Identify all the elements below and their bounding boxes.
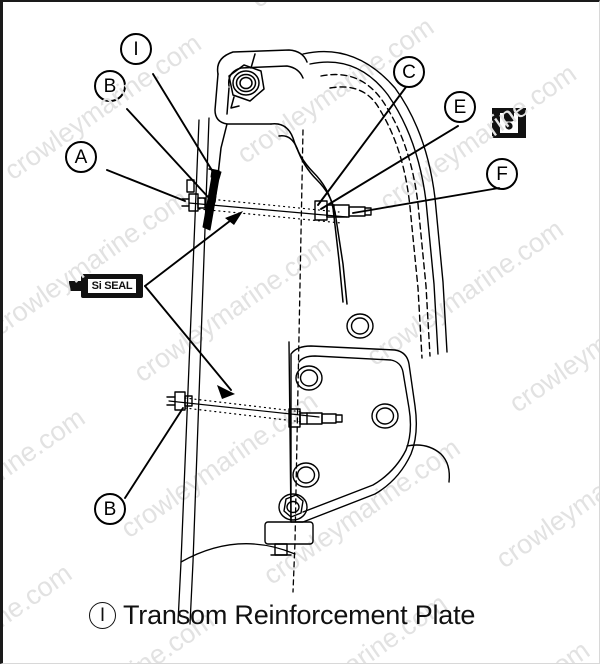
sealant-leader-lines <box>144 213 240 391</box>
sealant-tube-icon: Si SEAL <box>81 274 143 298</box>
caption-marker: I <box>89 602 116 629</box>
leader-line-C <box>317 86 407 206</box>
sealant-arrowheads <box>217 211 243 399</box>
leader-line-B1 <box>126 108 209 198</box>
reinforcement-plate <box>202 168 222 231</box>
leader-line-E <box>320 125 459 210</box>
callout-badge-E[interactable]: E <box>444 91 476 123</box>
upper-clamp-bracket <box>214 49 348 305</box>
callout-badge-I[interactable]: I <box>120 33 152 65</box>
callout-badge-B-upper[interactable]: B <box>94 70 126 102</box>
transom-board <box>177 117 304 625</box>
leader-line-I <box>152 73 214 173</box>
callout-badge-C[interactable]: C <box>393 56 425 88</box>
callout-layer <box>106 73 500 499</box>
callout-badge-A[interactable]: A <box>65 141 97 173</box>
lower-seam-lines <box>168 397 320 423</box>
leader-line-A <box>106 169 186 202</box>
upper-seam-lines <box>188 197 348 224</box>
caption-text: Transom Reinforcement Plate <box>123 600 476 630</box>
wrench-icon <box>492 108 526 138</box>
lower-left-bolt-hardware <box>166 391 193 411</box>
bracket-bolt-holes <box>292 313 399 488</box>
wrench-glyph <box>500 113 518 133</box>
leader-line-B2 <box>124 407 184 499</box>
pivot-hex-nut <box>228 64 265 109</box>
figure-caption: I Transom Reinforcement Plate <box>89 600 475 631</box>
sealant-label: Si SEAL <box>87 278 137 294</box>
transom-assembly-drawing <box>166 49 451 625</box>
upper-left-bolt-hardware <box>181 179 206 212</box>
leader-line-F <box>352 187 500 214</box>
callout-badge-F[interactable]: F <box>486 158 518 190</box>
bottom-hex-bolt <box>264 493 314 556</box>
lower-right-bolt-hardware <box>288 408 343 428</box>
callout-badge-B-lower[interactable]: B <box>94 493 126 525</box>
sealant-nozzle-icon <box>69 281 83 291</box>
lower-clamp-bracket <box>288 341 451 523</box>
